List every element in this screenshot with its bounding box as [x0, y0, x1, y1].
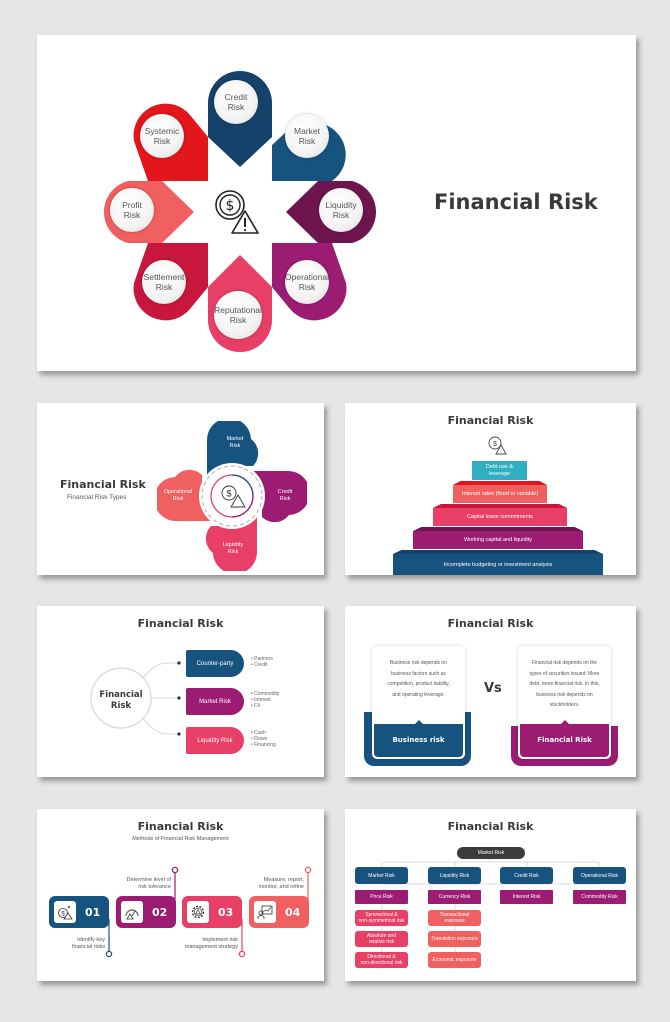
slide-6-subtitle: Methods of Financial Risk Management [132, 836, 229, 842]
method-step-03[interactable]: 03 [182, 896, 242, 928]
slide-2-subtitle: Financial Risk Types [67, 494, 127, 501]
svg-text:$: $ [226, 489, 231, 499]
money-bag-warning-icon: $ [54, 901, 76, 923]
slide-2-risk-types[interactable]: Financial Risk Financial Risk Types $ Ma… [37, 403, 324, 575]
pointer-notch [414, 720, 424, 725]
method-step-04[interactable]: 04 [249, 896, 309, 928]
dollar-warning-icon: $ [215, 190, 259, 234]
org-root[interactable]: Market Risk [457, 847, 525, 859]
org-leaf-translation[interactable]: Translation exposure [428, 931, 481, 947]
vs-label: Vs [484, 681, 502, 696]
svg-text:$: $ [226, 198, 235, 214]
method-connectors [105, 866, 312, 958]
bullets-liquidity-risk: CashFlowsFinancing [251, 730, 276, 748]
method-04-text: Measure, report,monitor, and refine [258, 877, 304, 890]
svg-text:$: $ [493, 441, 497, 448]
org-sub-commodity-risk[interactable]: Commodity Risk [573, 890, 626, 904]
branch-liquidity-risk[interactable]: Liquidity Risk [186, 727, 244, 754]
pyramid-step-2[interactable]: Interest rates (fixed or variable) [453, 481, 547, 503]
org-sub-price-risk[interactable]: Price Risk [355, 890, 408, 904]
pyramid-step-1[interactable]: Debt use &leverage [472, 461, 527, 480]
slide-3-title: Financial Risk [447, 414, 534, 427]
branch-market-risk[interactable]: Market Risk [186, 688, 244, 715]
org-sub-interest-risk[interactable]: Interest Risk [500, 890, 553, 904]
org-sub-currency-risk[interactable]: Currency Risk [428, 890, 481, 904]
method-step-01[interactable]: $ 01 [49, 896, 109, 928]
gear-warning-icon [187, 901, 209, 923]
org-head-operational-risk[interactable]: Operational Risk [573, 867, 626, 884]
branch-counter-party[interactable]: Counter-party [186, 650, 244, 677]
slide-1-title: Financial Risk [434, 190, 598, 214]
petal-diagram: $ [157, 421, 307, 571]
org-leaf-directional[interactable]: Directional &non-directional risk [355, 952, 408, 968]
analyst-chart-icon [254, 901, 276, 923]
slide-6-methods[interactable]: Financial Risk Methods of Financial Risk… [37, 809, 324, 981]
org-leaf-economic[interactable]: Economic exposure [428, 952, 481, 968]
slide-7-org-chart[interactable]: Financial Risk Market Risk Market Risk L… [345, 809, 636, 981]
pyramid-step-5[interactable]: Incomplete budgeting or investment analy… [393, 550, 603, 575]
slide-5-title: Financial Risk [447, 617, 534, 630]
financial-risk-label: Financial Risk [520, 724, 609, 757]
pointer-notch [560, 720, 570, 725]
dollar-warning-icon: $ [488, 436, 507, 455]
mindmap-connectors [90, 661, 181, 736]
slide-6-title: Financial Risk [137, 820, 224, 833]
pyramid-step-3[interactable]: Capital lease commitments [433, 504, 567, 526]
org-head-market-risk[interactable]: Market Risk [355, 867, 408, 884]
slide-4-title: Financial Risk [137, 617, 224, 630]
gauge-warning-icon [121, 901, 143, 923]
org-head-credit-risk[interactable]: Credit Risk [500, 867, 553, 884]
bullets-counter-party: PartnersCredit [251, 656, 273, 668]
business-risk-label: Business risk [374, 724, 463, 757]
slide-2-title: Financial Risk [60, 478, 146, 491]
org-leaf-symmetrical[interactable]: Symmetrical &non-symmetrical risk [355, 910, 408, 926]
svg-text:$: $ [61, 912, 65, 918]
bullets-market-risk: CommodityInterestFX [251, 691, 279, 709]
pyramid-step-4[interactable]: Working capital and liquidity [413, 527, 583, 549]
slide-7-title: Financial Risk [447, 820, 534, 833]
method-step-02[interactable]: 02 [116, 896, 176, 928]
slide-3-pyramid[interactable]: Financial Risk $ Debt use &leverage Inte… [345, 403, 636, 575]
org-head-liquidity-risk[interactable]: Liquidity Risk [428, 867, 481, 884]
